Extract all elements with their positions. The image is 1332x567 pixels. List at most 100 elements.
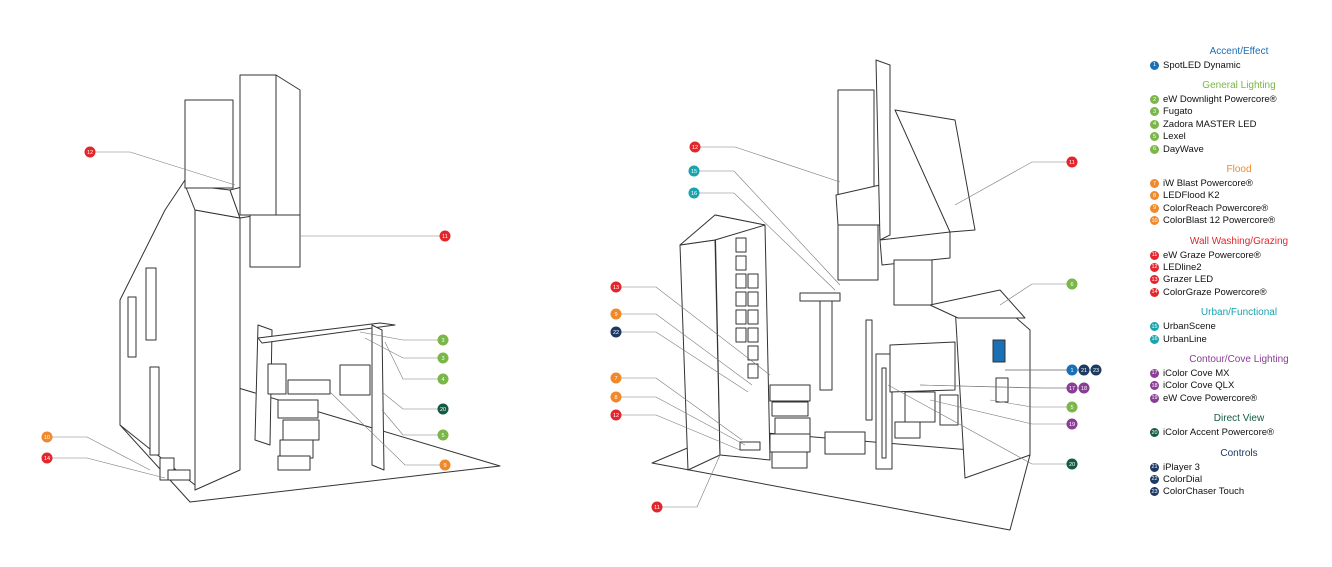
legend-item-label: iColor Cove MX bbox=[1163, 367, 1230, 379]
legend-number-badge: 21 bbox=[1150, 462, 1159, 472]
callout-number: 14 bbox=[44, 456, 50, 462]
leader-line bbox=[616, 414, 741, 451]
callout-marker: 7 bbox=[610, 372, 622, 384]
legend-number-badge: 10 bbox=[1150, 216, 1159, 226]
leader-line bbox=[616, 286, 771, 376]
callout-dot bbox=[41, 452, 53, 464]
legend-item-label: ColorReach Powercore® bbox=[1163, 202, 1269, 214]
callout-marker: 12 bbox=[610, 409, 622, 421]
callout-dot bbox=[437, 334, 449, 346]
callout-marker: 12 bbox=[689, 141, 701, 153]
legend-item-label: ColorGraze Powercore® bbox=[1163, 286, 1267, 298]
callout-marker: 17 bbox=[1066, 382, 1078, 394]
callout-dot bbox=[437, 403, 449, 415]
legend-number-badge: 8 bbox=[1150, 191, 1159, 201]
callout-marker: 3 bbox=[437, 334, 449, 346]
callout-number: 13 bbox=[613, 285, 619, 291]
callout-dot bbox=[1066, 278, 1078, 290]
legend-item-label: ColorBlast 12 Powercore® bbox=[1163, 215, 1276, 227]
leader-line bbox=[47, 436, 151, 471]
callout-number: 16 bbox=[691, 191, 697, 197]
legend-group-title: Direct View bbox=[1213, 413, 1265, 425]
leader-line bbox=[364, 337, 443, 359]
leader-line bbox=[381, 409, 443, 436]
callout-dot bbox=[41, 431, 53, 443]
legend-number-badge: 22 bbox=[1150, 474, 1159, 484]
callout-number: 7 bbox=[614, 376, 617, 382]
callout-number: 3 bbox=[441, 338, 444, 344]
callout-marker: 12 bbox=[84, 146, 96, 158]
leader-lines bbox=[47, 146, 1096, 508]
callout-dot bbox=[610, 281, 622, 293]
leader-line bbox=[384, 341, 443, 380]
callout-number: 15 bbox=[691, 169, 697, 175]
legend-item: 18 iColor Cove QLX bbox=[1150, 380, 1328, 392]
callout-number: 5 bbox=[441, 433, 444, 439]
callout-marker: 1 bbox=[1066, 364, 1078, 376]
legend-number-badge: 9 bbox=[1150, 203, 1159, 213]
legend-item-label: iColor Accent Powercore® bbox=[1163, 427, 1275, 439]
legend-group-title: Flood bbox=[1226, 164, 1252, 176]
legend-item: 10 ColorBlast 12 Powercore® bbox=[1150, 215, 1328, 227]
callout-marker: 9 bbox=[439, 459, 451, 471]
legend-item-label: SpotLED Dynamic bbox=[1163, 59, 1241, 71]
callout-dot bbox=[1066, 382, 1078, 394]
callout-marker: 5 bbox=[437, 429, 449, 441]
leader-line bbox=[999, 283, 1072, 306]
callout-dot bbox=[84, 146, 96, 158]
legend-number-badge: 16 bbox=[1150, 334, 1159, 344]
legend-number-badge: 12 bbox=[1150, 262, 1159, 272]
callout-dot bbox=[688, 165, 700, 177]
legend-number-badge: 11 bbox=[1150, 250, 1159, 260]
callout-marker: 18 bbox=[1078, 382, 1090, 394]
callout-number: 20 bbox=[1069, 462, 1075, 468]
callout-number: 12 bbox=[613, 413, 619, 419]
callout-number: 19 bbox=[1069, 422, 1075, 428]
legend-group-title: Contour/Cove Lighting bbox=[1189, 354, 1289, 366]
callout-dot bbox=[688, 187, 700, 199]
callout-number: 22 bbox=[613, 330, 619, 336]
legend-item-label: iColor Cove QLX bbox=[1163, 380, 1235, 392]
legend-item-label: Fugato bbox=[1163, 106, 1193, 118]
leader-line bbox=[359, 331, 443, 341]
callout-marker: 20 bbox=[1066, 458, 1078, 470]
callout-number: 10 bbox=[44, 435, 50, 441]
legend-number-badge: 7 bbox=[1150, 179, 1159, 189]
callout-marker: 4 bbox=[437, 373, 449, 385]
legend-number-badge: 18 bbox=[1150, 381, 1159, 391]
leader-line bbox=[47, 457, 166, 479]
callout-marker: 20 bbox=[437, 403, 449, 415]
callout-dot bbox=[651, 501, 663, 513]
callout-dot bbox=[610, 372, 622, 384]
callout-dot bbox=[1090, 364, 1102, 376]
callout-number: 11 bbox=[442, 234, 448, 240]
callout-dot bbox=[610, 409, 622, 421]
callout-dot bbox=[1066, 364, 1078, 376]
legend-number-badge: 4 bbox=[1150, 119, 1159, 129]
callout-number: 1 bbox=[1070, 368, 1073, 374]
legend-item-label: Grazer LED bbox=[1163, 274, 1214, 286]
callout-marker: 14 bbox=[41, 452, 53, 464]
callout-dot bbox=[1078, 382, 1090, 394]
callout-dot bbox=[439, 459, 451, 471]
leader-line bbox=[616, 313, 753, 386]
